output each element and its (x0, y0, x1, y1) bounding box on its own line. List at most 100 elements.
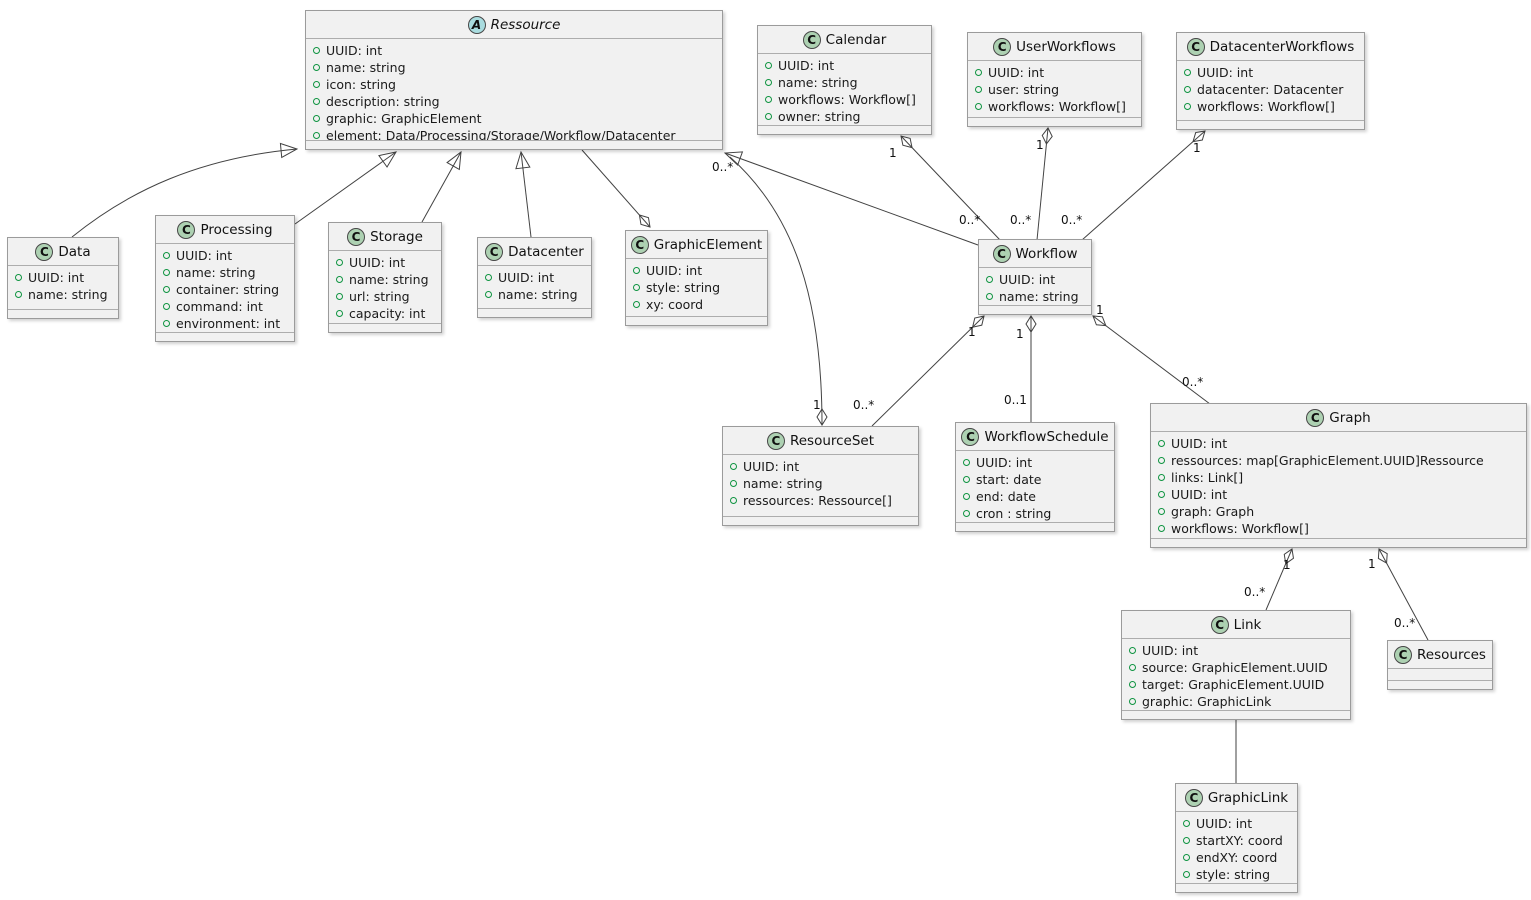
attribute-row: element: Data/Processing/Storage/Workflo… (313, 127, 715, 140)
attribute-row: environment: int (163, 315, 287, 332)
class-name: Graph (1329, 409, 1371, 426)
multiplicity-label: 0..* (959, 213, 981, 227)
attribute-row: UUID: int (336, 254, 434, 271)
class-title: C Resources (1388, 641, 1492, 669)
multiplicity-label: 0..* (712, 160, 734, 174)
field-visibility-icon (163, 286, 170, 293)
class-resources: C Resources (1387, 640, 1493, 690)
class-name: GraphicElement (653, 236, 763, 253)
class-name: Storage (370, 228, 423, 245)
class-data: C Data UUID: int name: string (7, 237, 119, 319)
attributes-section: UUID: int name: string url: string capac… (329, 251, 441, 324)
attributes-section: UUID: int source: GraphicElement.UUID ta… (1122, 639, 1350, 711)
attributes-section (1388, 669, 1492, 681)
field-visibility-icon (975, 103, 982, 110)
attributes-section: UUID: int name: string icon: string desc… (306, 39, 722, 141)
class-icon: C (766, 431, 785, 450)
class-icon: C (1184, 788, 1203, 807)
methods-section (979, 306, 1091, 314)
field-visibility-icon (1158, 457, 1165, 464)
attribute-row: name: string (986, 288, 1084, 305)
edge-graph-workflow-aggregation (1092, 315, 1211, 405)
class-title: C ResourceSet (723, 427, 918, 455)
field-visibility-icon (1184, 86, 1191, 93)
edge-link-graph-aggregation (1265, 548, 1295, 611)
class-icon: C (1186, 37, 1205, 56)
attribute-row: name: string (485, 286, 584, 303)
attributes-section: UUID: int datacenter: Datacenter workflo… (1177, 61, 1364, 121)
edge-workflow-userworkflows-aggregation (1036, 127, 1053, 241)
class-icon: C (993, 37, 1012, 56)
attribute-row: name: string (765, 74, 924, 91)
attribute-row: target: GraphicElement.UUID (1129, 676, 1343, 693)
attribute-row: description: string (313, 93, 715, 110)
field-visibility-icon (1183, 854, 1190, 861)
field-visibility-icon (730, 463, 737, 470)
class-name: Ressource (490, 16, 561, 33)
multiplicity-label: 1 (968, 325, 976, 339)
attribute-row: cron : string (963, 505, 1107, 522)
field-visibility-icon (730, 497, 737, 504)
field-visibility-icon (1129, 647, 1136, 654)
class-ressource: A Ressource UUID: int name: string icon:… (305, 10, 723, 150)
field-visibility-icon (163, 320, 170, 327)
class-calendar: C Calendar UUID: int name: string workfl… (757, 25, 932, 135)
multiplicity-label: 1 (1096, 303, 1104, 317)
class-workflowschedule: C WorkflowSchedule UUID: int start: date… (955, 422, 1115, 532)
attributes-section: UUID: int name: string (8, 266, 118, 310)
attribute-row: style: string (1183, 866, 1290, 883)
multiplicity-label: 1 (1368, 557, 1376, 571)
class-name: Calendar (825, 31, 887, 48)
class-title: C Data (8, 238, 118, 266)
edge-processing-extends-ressource (294, 151, 398, 225)
methods-section (1151, 539, 1526, 547)
multiplicity-label: 0..* (1061, 213, 1083, 227)
class-icon: C (177, 220, 196, 239)
attributes-section: UUID: int name: string workflows: Workfl… (758, 54, 931, 126)
attributes-section: UUID: int name: string container: string… (156, 244, 294, 333)
field-visibility-icon (975, 86, 982, 93)
class-datacenter: C Datacenter UUID: int name: string (477, 237, 592, 318)
multiplicity-label: 0..1 (1004, 393, 1027, 407)
attribute-row: UUID: int (1183, 815, 1290, 832)
class-icon: C (630, 235, 649, 254)
class-title: C GraphicLink (1176, 784, 1297, 812)
field-visibility-icon (1158, 525, 1165, 532)
edge-data-extends-ressource (71, 142, 299, 238)
class-name: GraphicLink (1207, 789, 1289, 806)
multiplicity-label: 0..* (1244, 585, 1266, 599)
methods-section (956, 523, 1114, 531)
attribute-row: datacenter: Datacenter (1184, 81, 1357, 98)
multiplicity-label: 1 (1283, 558, 1291, 572)
field-visibility-icon (485, 274, 492, 281)
field-visibility-icon (986, 276, 993, 283)
attribute-row: workflows: Workflow[] (1158, 520, 1519, 537)
attribute-row: container: string (163, 281, 287, 298)
attribute-row: UUID: int (986, 271, 1084, 288)
attributes-section: UUID: int user: string workflows: Workfl… (968, 61, 1141, 118)
methods-section (1176, 884, 1297, 892)
methods-section (758, 126, 931, 134)
attributes-section: UUID: int name: string ressources: Resso… (723, 455, 918, 517)
methods-section (968, 118, 1141, 126)
attribute-row: start: date (963, 471, 1107, 488)
edge-workflow-calendar-aggregation (900, 135, 1001, 241)
field-visibility-icon (1158, 491, 1165, 498)
field-visibility-icon (963, 476, 970, 483)
class-title: C Calendar (758, 26, 931, 54)
attribute-row: user: string (975, 81, 1134, 98)
field-visibility-icon (336, 259, 343, 266)
field-visibility-icon (1158, 474, 1165, 481)
attribute-row: name: string (163, 264, 287, 281)
methods-section (8, 310, 118, 318)
field-visibility-icon (765, 62, 772, 69)
multiplicity-label: 1 (813, 398, 821, 412)
attribute-row: graphic: GraphicLink (1129, 693, 1343, 710)
field-visibility-icon (765, 113, 772, 120)
attribute-row: capacity: int (336, 305, 434, 322)
field-visibility-icon (1129, 698, 1136, 705)
field-visibility-icon (1129, 664, 1136, 671)
field-visibility-icon (313, 115, 320, 122)
attributes-section: UUID: int name: string (478, 266, 591, 309)
